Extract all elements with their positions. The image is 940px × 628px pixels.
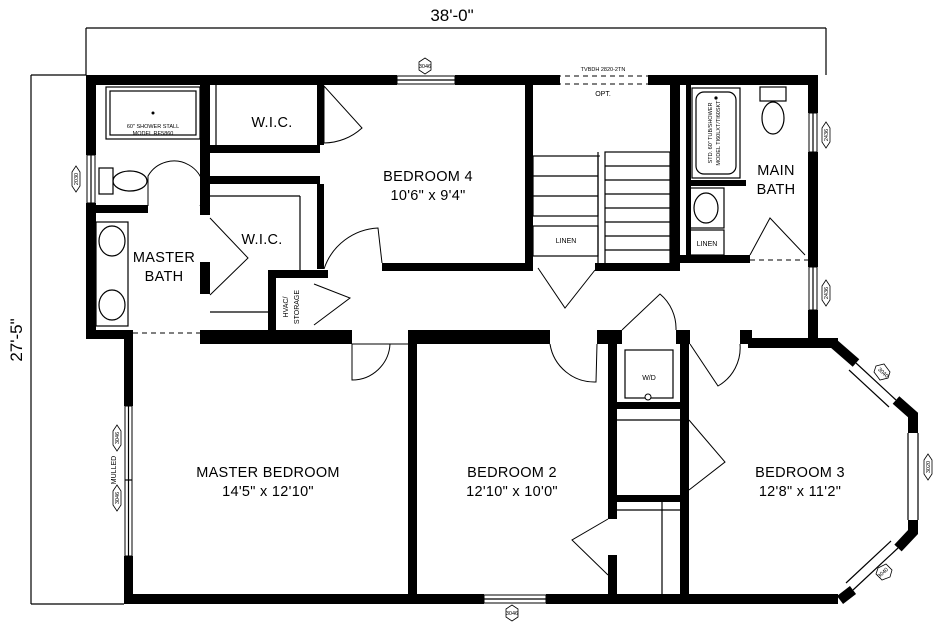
label-hvac-2: STORAGE — [294, 290, 301, 324]
window-tag: 3046 — [418, 57, 432, 75]
label-master-bath-2: BATH — [145, 269, 184, 285]
label-master-bedroom-name: MASTER BEDROOM — [196, 465, 340, 481]
svg-text:2030: 2030 — [74, 173, 80, 185]
label-hvac-1: HVAC/ — [283, 297, 290, 318]
label-main-bath-2: BATH — [757, 182, 796, 198]
label-wic-top: W.I.C. — [251, 115, 292, 131]
label-tvbdh: TVBDH 2820-2TN — [581, 67, 626, 73]
window-tag: 2436 — [821, 279, 831, 307]
svg-text:3020: 3020 — [926, 461, 932, 473]
exterior-walls — [86, 75, 838, 604]
window-tag: 3046 — [505, 604, 519, 622]
window-tag: 3020 — [923, 453, 933, 481]
label-master-bedroom-size: 14'5" x 12'10" — [222, 484, 314, 500]
label-bedroom2-name: BEDROOM 2 — [467, 465, 557, 481]
svg-text:3046: 3046 — [115, 492, 121, 504]
label-linen-bath: LINEN — [697, 241, 718, 248]
window-tag: 3046 — [112, 424, 122, 452]
window-tag: 2436 — [821, 121, 831, 149]
label-bedroom2-size: 12'10" x 10'0" — [466, 484, 558, 500]
label-shower-2: MODEL RE5860 — [133, 131, 174, 137]
svg-text:3046: 3046 — [115, 432, 121, 444]
label-tub-2: MODEL TI60LXT/TI60SKT — [716, 100, 722, 166]
windows — [86, 75, 818, 604]
label-wd: W/D — [642, 375, 656, 382]
label-bedroom4-size: 10'6" x 9'4" — [390, 188, 465, 204]
window-tag: 3046 — [112, 484, 122, 512]
label-linen-stair: LINEN — [556, 238, 577, 245]
fixture-labels: 60" SHOWER STALL MODEL RE5860 STD. 60" T… — [111, 67, 722, 484]
label-opt: OPT. — [595, 91, 611, 98]
label-master-bath-1: MASTER — [133, 250, 195, 266]
label-bedroom4-name: BEDROOM 4 — [383, 169, 473, 185]
label-main-bath-1: MAIN — [757, 163, 794, 179]
doors — [147, 84, 806, 576]
svg-text:2436: 2436 — [824, 129, 830, 141]
window-tag: 2030 — [71, 165, 81, 193]
label-mulled: MULLED — [111, 456, 118, 484]
svg-text:3046: 3046 — [419, 64, 431, 70]
fixtures — [95, 85, 787, 594]
label-shower-1: 60" SHOWER STALL — [127, 124, 179, 130]
svg-text:2436: 2436 — [824, 287, 830, 299]
window-tag: 3040 — [873, 363, 891, 381]
window-tag: 3040 — [875, 563, 893, 581]
label-wic-mid: W.I.C. — [241, 232, 282, 248]
label-bedroom3-size: 12'8" x 11'2" — [759, 484, 841, 500]
dimension-width-label: 38'-0" — [430, 6, 473, 25]
stairs — [532, 151, 671, 265]
dimension-width: 38'-0" — [85, 6, 827, 75]
room-labels: W.I.C. W.I.C. BEDROOM 4 10'6" x 9'4" MAS… — [133, 115, 845, 500]
interior-walls — [96, 85, 752, 596]
svg-text:3046: 3046 — [506, 611, 518, 617]
window-tags: 3046 2030 2436 2436 3046 3046 3046 3040 — [71, 57, 933, 622]
label-bedroom3-name: BEDROOM 3 — [755, 465, 845, 481]
label-tub-1: STD. 60" TUB/SHOWER — [708, 103, 714, 164]
bay-wall — [829, 339, 919, 604]
dimension-depth-label: 27'-5" — [7, 318, 26, 361]
dimension-depth: 27'-5" — [7, 74, 124, 605]
